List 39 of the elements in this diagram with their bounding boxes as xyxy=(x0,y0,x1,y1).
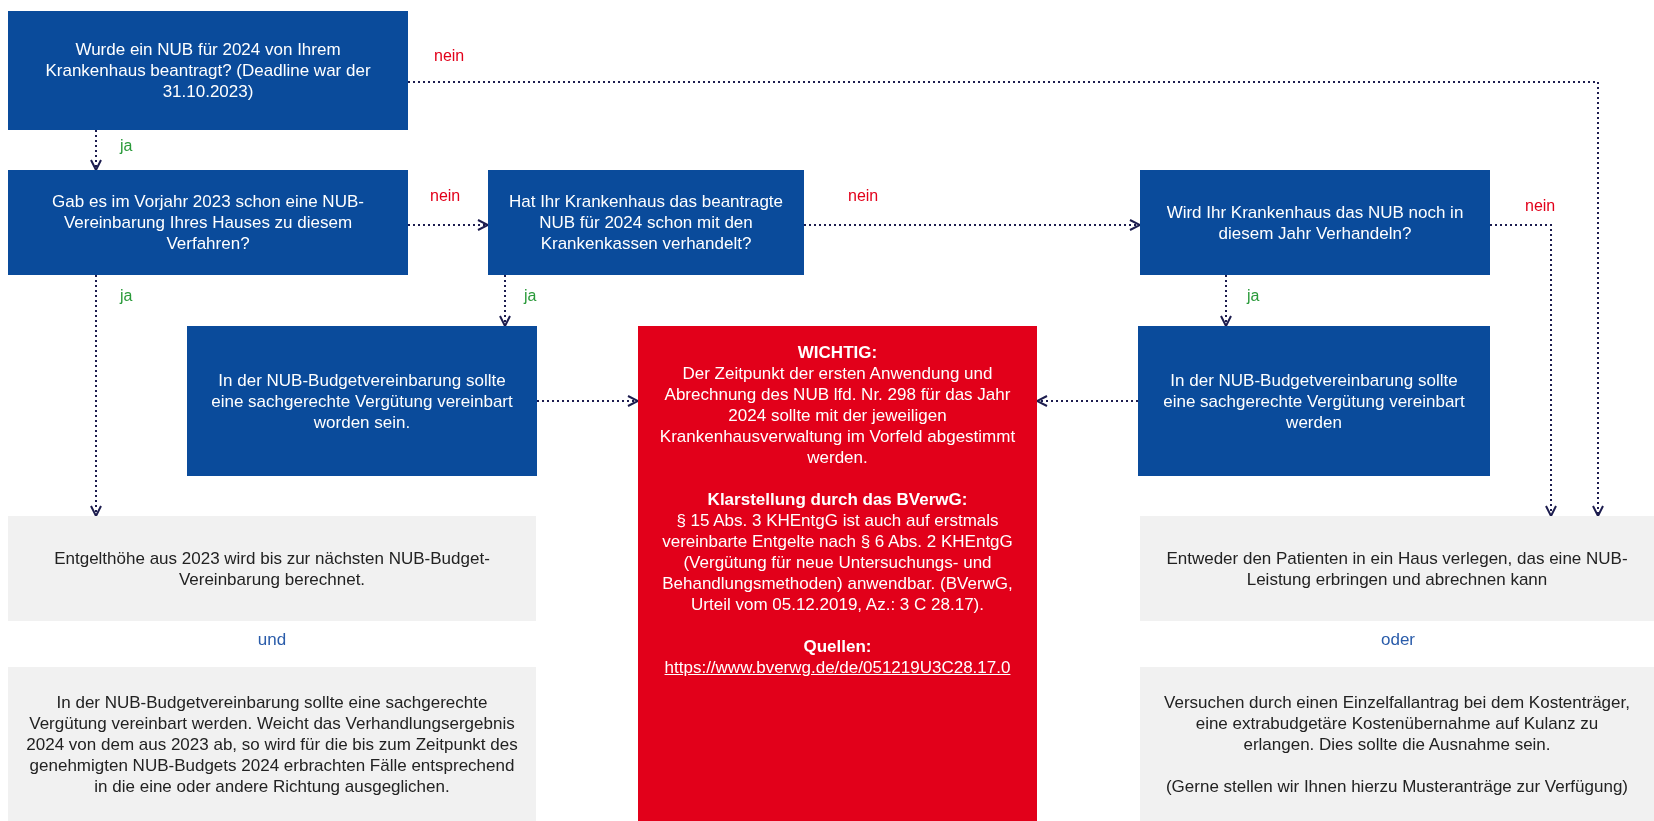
node-text: Gab es im Vorjahr 2023 schon eine NUB-Vereinbarung Ihres Hauses zu diesem Verfahren? xyxy=(51,191,365,254)
arrow xyxy=(1220,274,1232,327)
connector-word: oder xyxy=(1381,630,1415,650)
edge-label: ja xyxy=(118,137,135,155)
notice-box xyxy=(638,326,1037,821)
node-text: In der NUB-Budgetvereinbarung sollte eine sachgerechte Vergütung vereinbart werden xyxy=(1162,369,1466,433)
node-text: (Gerne stellen wir Ihnen hierzu Musteranträge zur Verfügung) xyxy=(1165,775,1629,797)
question-box xyxy=(8,170,408,275)
info-box xyxy=(1140,516,1654,621)
edge-label: ja xyxy=(118,287,135,305)
question-box xyxy=(488,170,804,275)
body-text: Der Zeitpunkt der ersten Anwendung und Abrechnung des NUB lfd. Nr. 298 für das Jahr 2024 sollte mit der jeweiligen Krankenhausverwaltung im Vorfeld abgestimmt werden. xyxy=(658,363,1017,468)
arrow xyxy=(407,219,489,231)
question-box xyxy=(1140,170,1490,275)
node-text: In der NUB-Budgetvereinbarung sollte eine sachgerechte Vergütung vereinbart worden sein. xyxy=(210,369,514,433)
arrow xyxy=(1036,395,1139,407)
node-text: Entweder den Patienten in ein Haus verlegen, das eine NUB-Leistung erbringen und abrechnen kann xyxy=(1165,547,1629,590)
edge-label: ja xyxy=(1245,287,1262,305)
result-box xyxy=(187,326,537,476)
node-text: Entgelthöhe aus 2023 wird bis zur nächsten NUB-Budget-Vereinbarung berechnet. xyxy=(53,547,491,590)
node-text: Wurde ein NUB für 2024 von Ihrem Krankenhaus beantragt? (Deadline war der 31.10.2023) xyxy=(44,39,372,102)
heading: WICHTIG: xyxy=(797,342,878,363)
arrow xyxy=(90,129,102,171)
node-text: Hat Ihr Krankenhaus das beantragte NUB für 2024 schon mit den Krankenkassen verhandelt? xyxy=(507,191,785,254)
arrow xyxy=(90,274,102,517)
node-text: Wird Ihr Krankenhaus das NUB noch in diesem Jahr Verhandeln? xyxy=(1165,201,1465,244)
result-box xyxy=(1138,326,1490,476)
arrow xyxy=(499,274,511,327)
connector-word: und xyxy=(257,630,287,650)
arrow xyxy=(536,395,639,407)
info-box xyxy=(8,516,536,621)
question-box xyxy=(8,11,408,130)
heading: Quellen: xyxy=(803,636,872,657)
heading: Klarstellung durch das BVerwG: xyxy=(707,489,968,510)
edge-label: ja xyxy=(522,287,539,305)
node-text: Versuchen durch einen Einzelfallantrag bei dem Kostenträger, eine extrabudgetäre Kostenübernahme auf Kulanz zu erlangen. Dies sollte die Ausnahme sein. xyxy=(1163,691,1631,755)
body-text: § 15 Abs. 3 KHEntgG ist auch auf erstmals vereinbarte Entgelte nach § 6 Abs. 2 KHEntgG (Vergütung für neue Untersuchungs- und Behandlungsmethoden) anwendbar. (BVerwG, Urteil vom 05.12.2019, Az.: 3 C 28.17). xyxy=(661,510,1014,615)
node-text: In der NUB-Budgetvereinbarung sollte eine sachgerechte Vergütung vereinbart werden. Weicht das Verhandlungsergebnis 2024 von dem aus 2023 ab, so wird für die bis zum Zeitpunkt des genehmigten NUB-Budgets 2024 erbrachten Fälle entsprechend in die eine oder andere Richtung ausgeglichen. xyxy=(26,691,518,797)
source-link: https://www.bverwg.de/de/051219U3C28.17.0 xyxy=(664,657,1011,678)
